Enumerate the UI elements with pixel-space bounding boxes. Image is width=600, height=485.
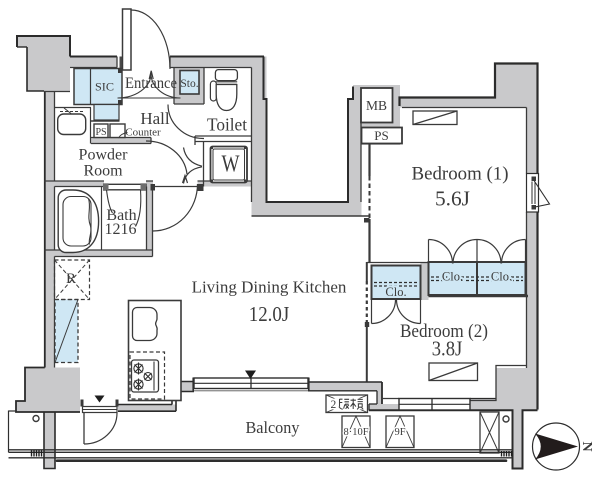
svg-text:Entrance: Entrance — [125, 75, 177, 92]
svg-text:9F: 9F — [394, 427, 405, 438]
svg-text:W: W — [222, 152, 240, 178]
svg-text:Bedroom (1): Bedroom (1) — [412, 165, 509, 185]
svg-text:Balcony: Balcony — [246, 418, 301, 437]
svg-text:Clo.: Clo. — [491, 270, 512, 284]
svg-text:Living Dining Kitchen: Living Dining Kitchen — [192, 278, 347, 297]
svg-text:Hall: Hall — [140, 109, 170, 128]
svg-text:PS: PS — [374, 128, 388, 143]
svg-text:2: 2 — [331, 399, 337, 411]
svg-text:8·10F: 8·10F — [343, 427, 368, 438]
svg-text:12.0J: 12.0J — [249, 302, 290, 326]
svg-text:Room: Room — [83, 163, 123, 180]
svg-text:Bedroom (2): Bedroom (2) — [400, 322, 488, 342]
svg-text:MB: MB — [366, 98, 387, 113]
svg-text:5.6J: 5.6J — [435, 187, 470, 211]
svg-text:PS: PS — [95, 127, 106, 138]
svg-text:1216: 1216 — [105, 221, 137, 238]
svg-text:Powder: Powder — [79, 147, 129, 164]
svg-text:3.8J: 3.8J — [432, 337, 463, 361]
svg-text:Sto.: Sto. — [180, 78, 198, 90]
svg-text:Counter: Counter — [125, 127, 161, 139]
svg-text:Toilet: Toilet — [207, 115, 247, 135]
svg-text:SIC: SIC — [95, 82, 114, 94]
svg-text:N: N — [579, 441, 594, 451]
svg-text:Clo.: Clo. — [385, 285, 406, 299]
svg-text:Clo.: Clo. — [442, 270, 463, 284]
svg-text:R: R — [66, 271, 76, 287]
svg-text:Bath: Bath — [106, 207, 136, 224]
